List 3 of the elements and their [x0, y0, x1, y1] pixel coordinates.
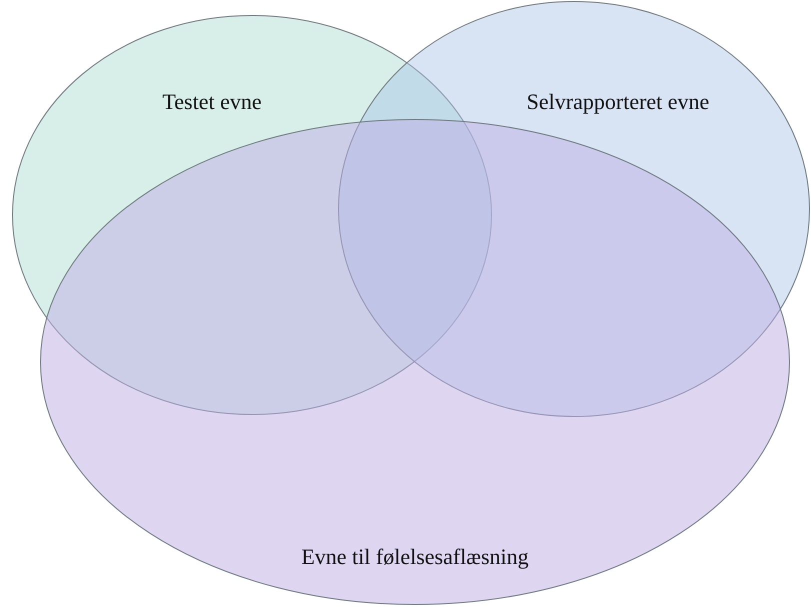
set-label: Selvrapporteret evne	[526, 89, 710, 115]
set-label: Testet evne	[162, 89, 262, 115]
set-label: Evne til følelsesaflæsning	[301, 544, 529, 570]
